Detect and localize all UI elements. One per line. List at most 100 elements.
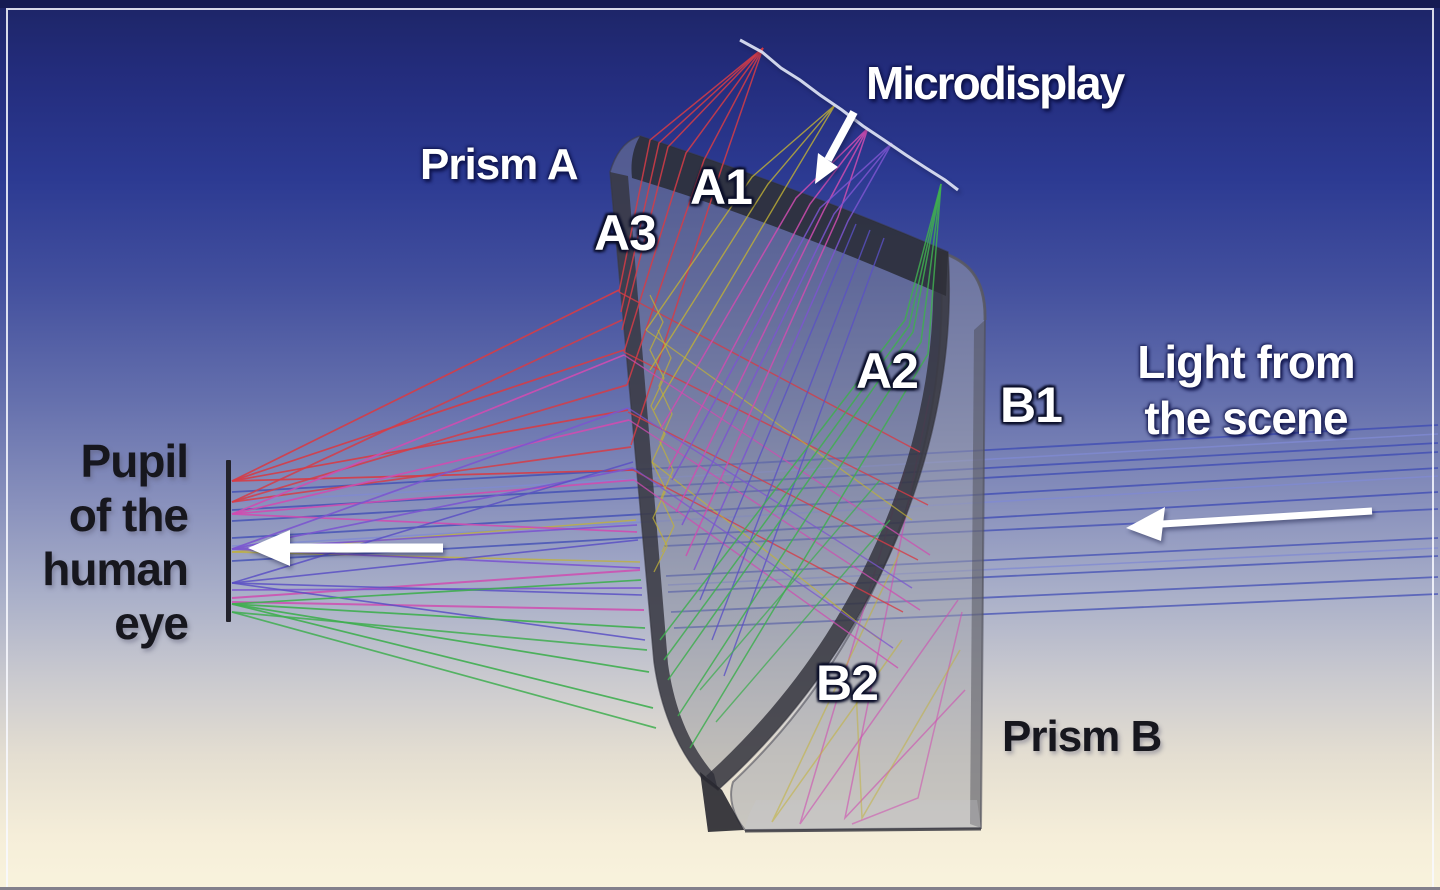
ray-blue_light xyxy=(231,433,1439,503)
ray-red xyxy=(620,47,764,313)
label-surface-a1: A1 xyxy=(690,159,753,215)
label-pupil-line2: of the xyxy=(68,489,189,541)
prism-a-bottom-tip xyxy=(700,772,744,832)
ray-magenta xyxy=(623,354,931,556)
ray-purple xyxy=(627,407,913,589)
ray-green xyxy=(667,183,942,681)
ray-red xyxy=(231,446,632,503)
label-light-line1: Light from xyxy=(1137,336,1355,388)
figure-top-strip xyxy=(0,0,1440,8)
ray-green xyxy=(689,183,942,749)
ray-yellow xyxy=(645,104,836,331)
ray-blue xyxy=(231,442,1439,511)
ray-purple xyxy=(681,142,893,526)
ray-magenta xyxy=(231,601,645,611)
ray-green xyxy=(659,183,942,641)
ray-yellow xyxy=(649,104,836,371)
label-prism-b: Prism B xyxy=(1002,712,1162,761)
ray-yellow xyxy=(855,649,961,821)
ray-green xyxy=(231,611,648,651)
label-surface-a3: A3 xyxy=(594,205,657,261)
label-prism-a: Prism A xyxy=(420,140,579,189)
ray-green xyxy=(231,603,646,629)
prism-b-internal-rays xyxy=(771,394,966,825)
ray-green xyxy=(231,603,654,709)
label-pupil-line4: eye xyxy=(114,597,189,649)
ray-red xyxy=(231,409,629,482)
ray-yellow xyxy=(651,461,881,641)
ray-green xyxy=(231,603,650,673)
ray-magenta xyxy=(675,127,869,513)
ray-green xyxy=(231,611,657,729)
ray-red xyxy=(627,411,919,561)
ray-yellow xyxy=(231,551,641,563)
pupil-plane-bar xyxy=(226,460,231,622)
ray-magenta xyxy=(659,127,869,431)
ray-purple xyxy=(231,407,629,550)
ray-green xyxy=(677,183,942,717)
arrow-light-from-scene xyxy=(1126,507,1373,541)
ray-purple xyxy=(632,467,894,649)
arrow-to-eye xyxy=(248,530,443,566)
ray-blue_light xyxy=(667,547,1439,586)
label-light-line2: the scene xyxy=(1144,392,1348,444)
ray-red xyxy=(231,319,623,503)
ray-blue xyxy=(231,451,1439,522)
label-microdisplay: Microdisplay xyxy=(866,57,1125,109)
prism-b-right-face xyxy=(970,320,985,828)
ray-violet xyxy=(231,539,639,584)
ray-blue_light xyxy=(231,475,1439,547)
prism-a-surface-a3-band xyxy=(610,172,718,790)
ray-yellow xyxy=(649,294,668,573)
label-pupil-of-eye: Pupil of the human eye xyxy=(34,434,189,650)
ray-red xyxy=(618,47,764,293)
ray-magenta xyxy=(231,479,635,515)
ray-yellow xyxy=(771,551,903,823)
prism-a-surface-a2-band xyxy=(706,250,950,790)
ray-red xyxy=(231,289,620,482)
ray-violet xyxy=(231,582,643,596)
ray-yellow xyxy=(657,329,675,553)
ray-red xyxy=(623,47,764,353)
ray-red xyxy=(231,384,628,503)
ray-magenta xyxy=(633,479,899,669)
ray-magenta xyxy=(231,569,641,599)
ray-blue xyxy=(231,467,1439,539)
ray-blue xyxy=(665,537,1439,577)
ray-violet xyxy=(231,461,634,584)
display-and-exit-rays xyxy=(231,47,942,749)
ray-green xyxy=(715,519,891,723)
ray-blue xyxy=(667,555,1439,593)
ray-magenta xyxy=(667,127,869,471)
ray-blue xyxy=(670,576,1439,613)
ray-magenta xyxy=(851,611,963,825)
ray-magenta xyxy=(628,419,921,611)
ray-red xyxy=(632,469,904,613)
direction-arrows xyxy=(248,110,1373,566)
label-surface-a2: A2 xyxy=(856,343,919,399)
ray-magenta xyxy=(685,127,869,557)
ray-magenta xyxy=(231,354,625,515)
ray-yellow xyxy=(645,329,913,521)
ray-purple xyxy=(671,142,893,481)
ray-violet xyxy=(231,582,646,641)
label-surface-b1: B1 xyxy=(1000,377,1063,433)
ray-green xyxy=(231,579,642,605)
ray-red xyxy=(623,351,929,506)
ray-purple xyxy=(693,142,893,571)
arrow-microdisplay xyxy=(815,110,858,184)
ray-magenta xyxy=(231,419,630,515)
label-pupil-line3: human xyxy=(42,543,189,595)
ray-red xyxy=(621,47,764,331)
ray-red xyxy=(231,349,625,482)
figure-bottom-edge xyxy=(0,887,1440,890)
label-pupil-line1: Pupil xyxy=(80,435,189,487)
ray-yellow xyxy=(653,104,836,411)
ray-red xyxy=(231,469,634,482)
label-light-from-scene: Light from the scene xyxy=(1118,334,1374,446)
ray-green xyxy=(699,479,881,691)
prism-b-bottom-edge xyxy=(744,827,982,833)
ray-violet xyxy=(711,229,871,641)
